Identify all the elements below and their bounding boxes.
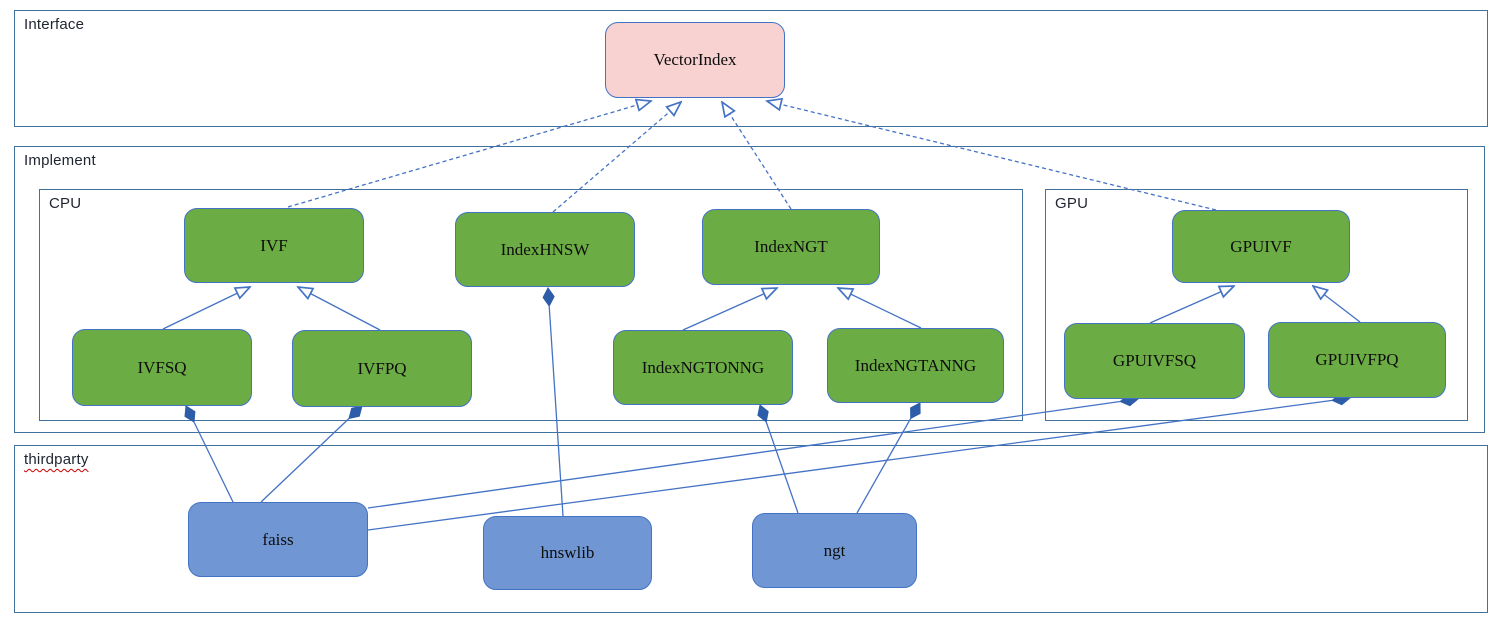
container-cpu-label: CPU	[49, 195, 82, 212]
node-hnswlib[interactable]: hnswlib	[483, 516, 652, 590]
container-interface-label: Interface	[24, 16, 85, 33]
node-gpuivfpq-label: GPUIVFPQ	[1315, 350, 1399, 369]
node-indexngt-label: IndexNGT	[754, 237, 828, 256]
node-gpuivf-label: GPUIVF	[1230, 236, 1292, 256]
node-indexngtanng-label: IndexNGTANNG	[854, 355, 977, 375]
node-gpuivf[interactable]: GPUIVF	[1172, 210, 1350, 283]
node-indexngtonng[interactable]: IndexNGTONNG	[613, 330, 793, 405]
node-gpuivfsq-label: GPUIVFSQ	[1112, 351, 1197, 370]
container-thirdparty-label: thirdparty	[24, 451, 89, 468]
node-indexhnsw[interactable]: IndexHNSW	[455, 212, 635, 287]
node-faiss[interactable]: faiss	[188, 502, 368, 577]
node-hnswlib-label: hnswlib	[540, 543, 595, 562]
node-ivfpq[interactable]: IVFPQ	[292, 330, 472, 407]
node-faiss-label: faiss	[262, 529, 294, 549]
node-ivfsq[interactable]: IVFSQ	[72, 329, 252, 406]
node-indexngtanng[interactable]: IndexNGTANNG	[827, 328, 1004, 403]
node-vectorindex[interactable]: VectorIndex	[605, 22, 785, 98]
node-ivfpq-label: IVFPQ	[357, 358, 407, 378]
container-implement-label: Implement	[24, 152, 96, 169]
node-indexhnsw-label: IndexHNSW	[500, 239, 590, 259]
node-ivf[interactable]: IVF	[184, 208, 364, 283]
node-ivfsq-label: IVFSQ	[137, 357, 187, 377]
node-ivf-label: IVF	[260, 235, 288, 255]
container-gpu-label: GPU	[1055, 195, 1089, 212]
node-ngt-label: ngt	[823, 540, 846, 560]
node-gpuivfpq[interactable]: GPUIVFPQ	[1268, 322, 1446, 398]
node-gpuivfsq[interactable]: GPUIVFSQ	[1064, 323, 1245, 399]
node-vectorindex-label: VectorIndex	[653, 50, 737, 69]
node-indexngt[interactable]: IndexNGT	[702, 209, 880, 285]
node-ngt[interactable]: ngt	[752, 513, 917, 588]
node-indexngtonng-label: IndexNGTONNG	[641, 357, 765, 377]
